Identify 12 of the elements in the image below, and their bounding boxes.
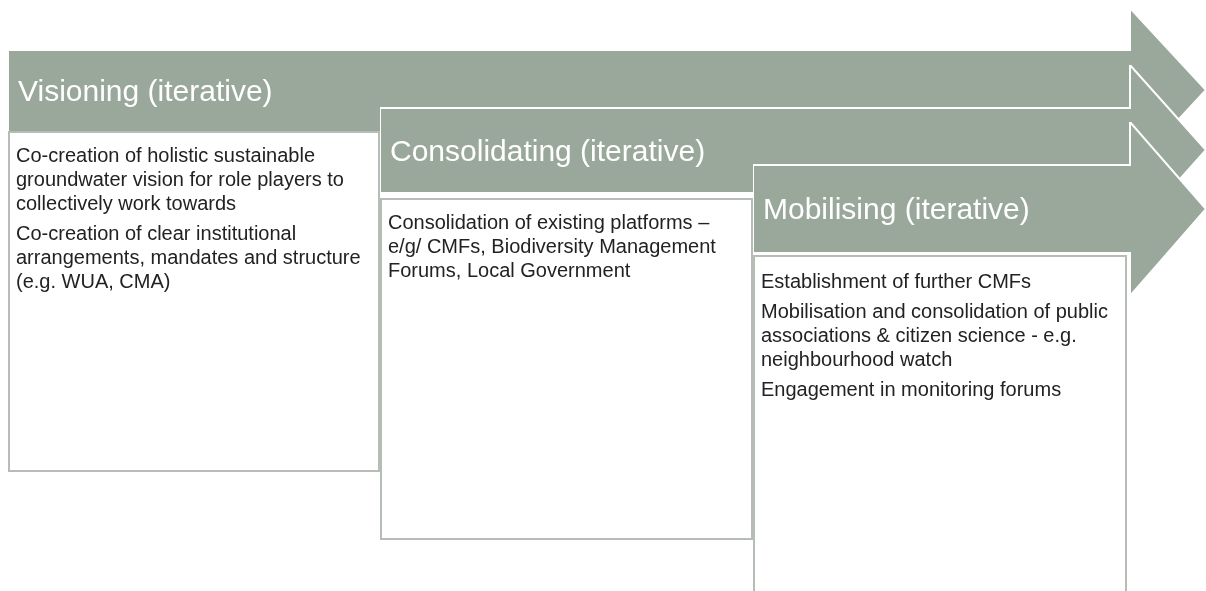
stage-heading: Visioning (iterative) (18, 73, 273, 109)
stage-heading: Mobilising (iterative) (763, 191, 1030, 227)
description-text: Consolidation of existing platforms – e/g/ CMFs, Biodiversity Management Forums, Local Government (388, 210, 717, 282)
description-text: Establishment of further CMFs (761, 269, 1033, 293)
description-text: Engagement in monitoring forums (761, 377, 1063, 401)
text-box (380, 198, 753, 540)
text-box (8, 131, 380, 472)
text-box (753, 255, 1127, 591)
description-text: Co-creation of clear institutional arrangements, mandates and structure (e.g. WUA, CMA) (16, 221, 362, 293)
description-text: Co-creation of holistic sustainable groundwater vision for role players to collectively work towards (16, 143, 345, 215)
description-text: Mobilisation and consolidation of public associations & citizen science - e.g. neighbourhood watch (761, 299, 1109, 371)
stage-heading: Consolidating (iterative) (390, 132, 706, 169)
